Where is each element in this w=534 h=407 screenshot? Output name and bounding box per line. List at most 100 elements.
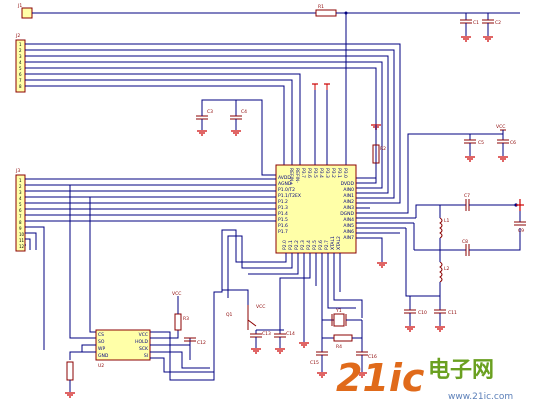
watermark-logo: 21ic 电子网 www.21ic.com: [336, 356, 513, 402]
mcu-pin-label: P1.7: [278, 229, 288, 235]
mcu-pin-label: AIN6: [343, 229, 354, 235]
pin-number: 5: [19, 202, 22, 207]
u2-wires: R3 VCC C12: [65, 291, 214, 398]
vcc-bot-label: VCC: [256, 304, 265, 310]
ground-symbol: [435, 326, 445, 332]
top-resistor: R1: [315, 4, 337, 17]
mcu-pin-label: REFIN+: [288, 168, 294, 185]
mcu-pin-label: P2.7: [324, 240, 330, 250]
ground-symbol: [317, 372, 327, 378]
mcu-pin-label: P3.1: [336, 168, 342, 178]
mcu-pin-label: P1.0/T2: [278, 187, 295, 193]
ground-symbol: [197, 130, 207, 136]
ground-symbol: [65, 392, 75, 398]
cap-c15-label: C15: [310, 360, 319, 366]
pin-number: 3: [19, 54, 22, 59]
cap-c16-label: C16: [368, 354, 377, 360]
u2-pin-label: VCC: [139, 332, 148, 338]
cap-c11-label: C11: [448, 310, 457, 316]
pin-number: 4: [19, 196, 22, 201]
ground-symbol: [461, 36, 471, 42]
mcu-pin-label: P3.4: [318, 168, 324, 178]
mcu-pin-label: P3.2: [330, 168, 336, 178]
u2-pin-label: SCK: [139, 346, 149, 352]
q1-label: Q1: [226, 312, 233, 318]
mcu-pin-label: DGND: [340, 211, 354, 217]
top-pin-markers: [312, 83, 330, 165]
mcu-pin-label: P2.1: [288, 240, 294, 250]
pin-number: 6: [19, 208, 22, 213]
bottom-right-caps: C10 C11: [404, 296, 457, 332]
mcu-pin-label: P3.6: [306, 168, 312, 178]
u2-chip: CS SO WP GND VCC HOLD SCK SI U2: [95, 329, 151, 369]
mcu-pin-label: AIN4: [343, 217, 354, 223]
mcu-pin-label: AIN2: [343, 199, 354, 205]
pin-number: 11: [19, 238, 25, 243]
u2-pin-label: SI: [144, 353, 148, 359]
top-caps: C1 C2: [460, 13, 501, 42]
transistor-q1: Q1: [222, 289, 257, 330]
ground-symbol: [498, 156, 508, 162]
u2-pin-label: CS: [98, 332, 104, 338]
inductor-l1-label: L1: [444, 218, 450, 224]
connector-j3: J3 1 2 3 4 5 6 7 8 9 10 11 12: [15, 168, 26, 252]
cap-c4-label: C4: [241, 109, 247, 115]
mcu-bottom-wires: [150, 229, 363, 381]
mcu-pin-label: DVDD: [341, 181, 355, 187]
mcu-right-ground: [356, 207, 416, 268]
mcu-pin-label: P2.0: [282, 240, 288, 250]
cap-c8-label: C8: [462, 239, 468, 245]
mcu-pin-label: AIN1: [343, 193, 354, 199]
mcu-chip: AVDD AGND P1.0/T2 P1.1/T2EX P1.2 P1.3 P1…: [275, 164, 357, 254]
ground-symbol: [405, 326, 415, 332]
mcu-pin-label: P2.3: [300, 240, 306, 250]
pin-number: 12: [19, 244, 25, 249]
cap-c5-label: C5: [478, 140, 484, 146]
mcu-pin-label: AVDD: [278, 175, 291, 181]
pin-number: 1: [19, 42, 22, 47]
mcu-pin-label: AIN7: [343, 235, 354, 241]
mcu-pin-label: P2.5: [312, 240, 318, 250]
connector-j2: J2 1 2 3 4 5 6 7 8: [15, 33, 26, 93]
cap-c12-label: C12: [197, 340, 206, 346]
watermark-url: www.21ic.com: [448, 392, 513, 402]
cap-c6-label: C6: [510, 140, 516, 146]
mcu-pin-label: AGND: [278, 181, 292, 187]
mcu-pin-label: P3.0: [342, 168, 348, 178]
crystal-label: Y1: [335, 308, 342, 314]
resistor-r2: R2: [356, 124, 386, 179]
mcu-pin-label: P1.6: [278, 223, 288, 229]
pin-number: 2: [19, 184, 22, 189]
right-vcc-caps: VCC C5 C6: [356, 124, 516, 214]
ground-symbol: [357, 372, 367, 378]
inductor-l2-label: L2: [444, 266, 450, 272]
mcu-pin-label: P1.2: [278, 199, 288, 205]
ground-symbol: [299, 342, 309, 348]
cap-c9-label: C9: [518, 228, 524, 234]
cap-c14-label: C14: [286, 331, 295, 337]
mcu-pin-label: P2.4: [306, 240, 312, 250]
pin-number: 1: [19, 178, 22, 183]
u2-pin-label: GND: [98, 353, 109, 359]
ground-symbol: [231, 130, 241, 136]
resistor-r3-label: R3: [183, 316, 189, 322]
mcu-pin-label: P3.7: [300, 168, 306, 178]
mcu-pin-label: XTAL1: [330, 236, 336, 250]
pin-number: 9: [19, 226, 22, 231]
mcu-pin-label: P3.3: [324, 168, 330, 178]
pin-number: 7: [19, 214, 22, 219]
crystal-network: Y1 R4 C15 C16: [310, 308, 377, 378]
ground-symbol: [275, 348, 285, 354]
mcu-pin-label: P2.2: [294, 240, 300, 250]
ground-symbol: [251, 348, 261, 354]
watermark-number: 21ic: [336, 356, 425, 400]
lc-network: C7 L1 C8 C9 L2: [405, 193, 526, 297]
top-cap2-label: C2: [495, 20, 501, 26]
mcu-pin-label: P1.4: [278, 211, 288, 217]
cap-c13-label: C13: [262, 331, 271, 337]
u2-pin-label: WP: [98, 346, 105, 352]
cap-c7-label: C7: [464, 193, 470, 199]
u2-pin-label: SO: [98, 339, 105, 345]
j3-bus: [25, 178, 276, 350]
